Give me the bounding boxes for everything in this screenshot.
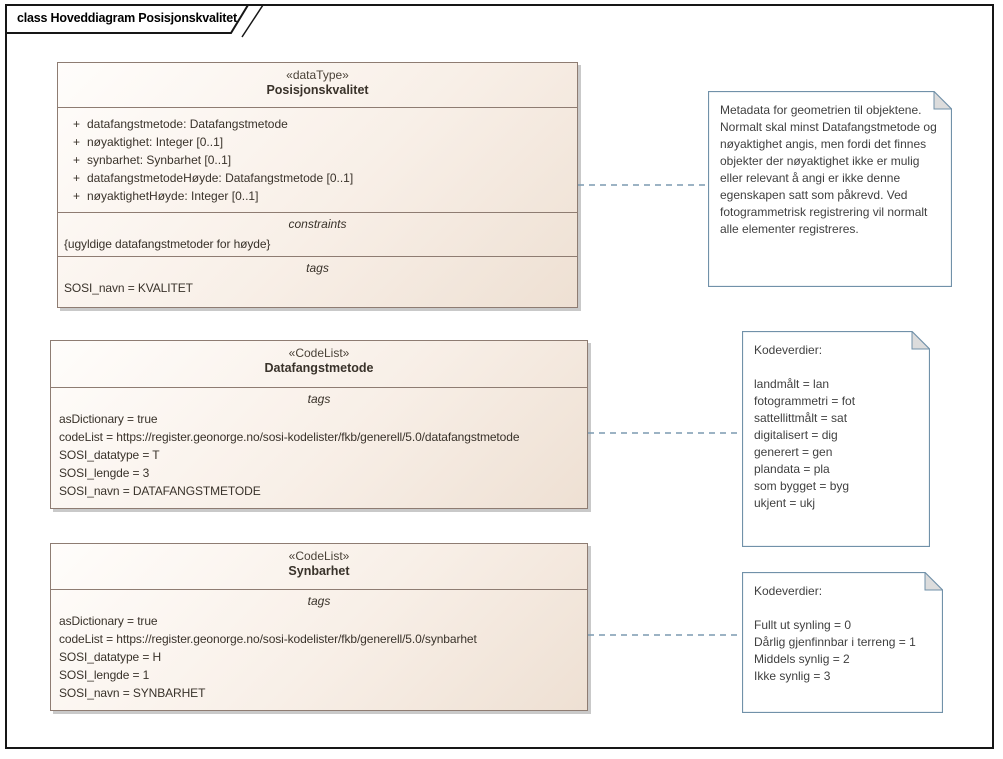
class-header: «dataType» Posisjonskvalitet <box>58 63 577 107</box>
diagram-frame <box>5 4 994 749</box>
attributes-compartment: + datafangstmetode: Datafangstmetode + nøya… <box>58 107 577 212</box>
tags-compartment: tags asDictionary = true codeList = https… <box>51 589 587 710</box>
attribute-text: synbarhet: Synbarhet [0..1] <box>87 153 232 167</box>
tag-row: SOSI_navn = SYNBARHET <box>59 686 206 700</box>
tag-row: SOSI_navn = KVALITET <box>64 281 193 295</box>
diagram-title-tab <box>5 4 264 38</box>
tag-row: SOSI_datatype = H <box>59 650 162 664</box>
class-datafangstmetode[interactable]: «CodeList» Datafangstmetode tags asDicti… <box>50 340 588 509</box>
note-kodeverdier-datafangstmetode[interactable]: Kodeverdier: landmålt = lan fotogrammetr… <box>742 331 930 547</box>
tag-row: SOSI_lengde = 1 <box>59 668 150 682</box>
tags-list: SOSI_navn = KVALITET <box>58 276 577 297</box>
notelink-datafangstmetode-kodeverdier[interactable] <box>588 431 742 435</box>
visibility-marker: + <box>73 117 81 131</box>
tags-label: tags <box>307 392 331 406</box>
diagram-title: class Hoveddiagram Posisjonskvalitet <box>17 11 237 25</box>
note-text: Kodeverdier: landmålt = lan fotogrammetr… <box>754 343 856 510</box>
title-tab-shape <box>5 4 250 34</box>
tag-row: asDictionary = true <box>59 614 158 628</box>
note-fold-corner-icon <box>911 331 930 350</box>
class-stereotype: «CodeList» <box>288 549 350 563</box>
class-name: Datafangstmetode <box>264 361 374 375</box>
visibility-marker: + <box>73 135 81 149</box>
tags-compartment: tags asDictionary = true codeList = https… <box>51 387 587 508</box>
tags-list: asDictionary = true codeList = https://re… <box>51 407 587 500</box>
attribute-text: datafangstmetodeHøyde: Datafangstmetode … <box>87 171 354 185</box>
attribute-row: + nøyaktighetHøyde: Integer [0..1] <box>58 187 577 205</box>
note-fold-corner-icon <box>924 572 943 591</box>
class-stereotype: «CodeList» <box>288 346 350 360</box>
tag-row: SOSI_navn = DATAFANGSTMETODE <box>59 484 261 498</box>
note-shape <box>742 572 943 713</box>
tags-list: asDictionary = true codeList = https://re… <box>51 609 587 702</box>
class-name: Synbarhet <box>288 564 350 578</box>
attribute-row: + nøyaktighet: Integer [0..1] <box>58 133 577 151</box>
note-kodeverdier-synbarhet[interactable]: Kodeverdier: Fullt ut synling = 0 Dårlig… <box>742 572 943 713</box>
note-text: Metadata for geometrien til objektene. N… <box>720 103 937 236</box>
class-stereotype: «dataType» <box>286 68 349 82</box>
notelink-synbarhet-kodeverdier[interactable] <box>588 633 742 637</box>
visibility-marker: + <box>73 189 81 203</box>
tags-label: tags <box>307 594 331 608</box>
constraints-label: constraints <box>288 217 347 231</box>
constraints-list: {ugyldige datafangstmetoder for høyde} <box>58 232 577 253</box>
attribute-row: + synbarhet: Synbarhet [0..1] <box>58 151 577 169</box>
class-header: «CodeList» Synbarhet <box>51 544 587 589</box>
tags-compartment: tags SOSI_navn = KVALITET <box>58 256 577 308</box>
note-shape <box>708 91 952 287</box>
class-header: «CodeList» Datafangstmetode <box>51 341 587 387</box>
class-name: Posisjonskvalitet <box>266 83 369 97</box>
note-fold-corner-icon <box>933 91 952 110</box>
notelink-posisjonskvalitet-metadata[interactable] <box>578 183 708 187</box>
constraints-compartment: constraints {ugyldige datafangstmetoder … <box>58 212 577 256</box>
tags-label: tags <box>306 261 329 275</box>
note-text: Kodeverdier: Fullt ut synling = 0 Dårlig… <box>754 584 916 683</box>
attribute-text: nøyaktighet: Integer [0..1] <box>87 135 224 149</box>
class-posisjonskvalitet[interactable]: «dataType» Posisjonskvalitet + datafangst… <box>57 62 578 308</box>
tag-row: SOSI_lengde = 3 <box>59 466 150 480</box>
attribute-row: + datafangstmetode: Datafangstmetode <box>58 115 577 133</box>
tag-row: SOSI_datatype = T <box>59 448 160 462</box>
constraint-row: {ugyldige datafangstmetoder for høyde} <box>64 237 271 251</box>
note-metadata[interactable]: Metadata for geometrien til objektene. N… <box>708 91 952 287</box>
tag-row: codeList = https://register.geonorge.no/… <box>59 632 477 646</box>
tag-row: codeList = https://register.geonorge.no/… <box>59 430 520 444</box>
visibility-marker: + <box>73 153 81 167</box>
visibility-marker: + <box>73 171 81 185</box>
attribute-text: nøyaktighetHøyde: Integer [0..1] <box>87 189 259 203</box>
attribute-row: + datafangstmetodeHøyde: Datafangstmetode… <box>58 169 577 187</box>
title-tab-slash <box>241 4 264 38</box>
attribute-text: datafangstmetode: Datafangstmetode <box>87 117 288 131</box>
note-shape <box>742 331 930 547</box>
tag-row: asDictionary = true <box>59 412 158 426</box>
class-synbarhet[interactable]: «CodeList» Synbarhet tags asDictionary =… <box>50 543 588 711</box>
